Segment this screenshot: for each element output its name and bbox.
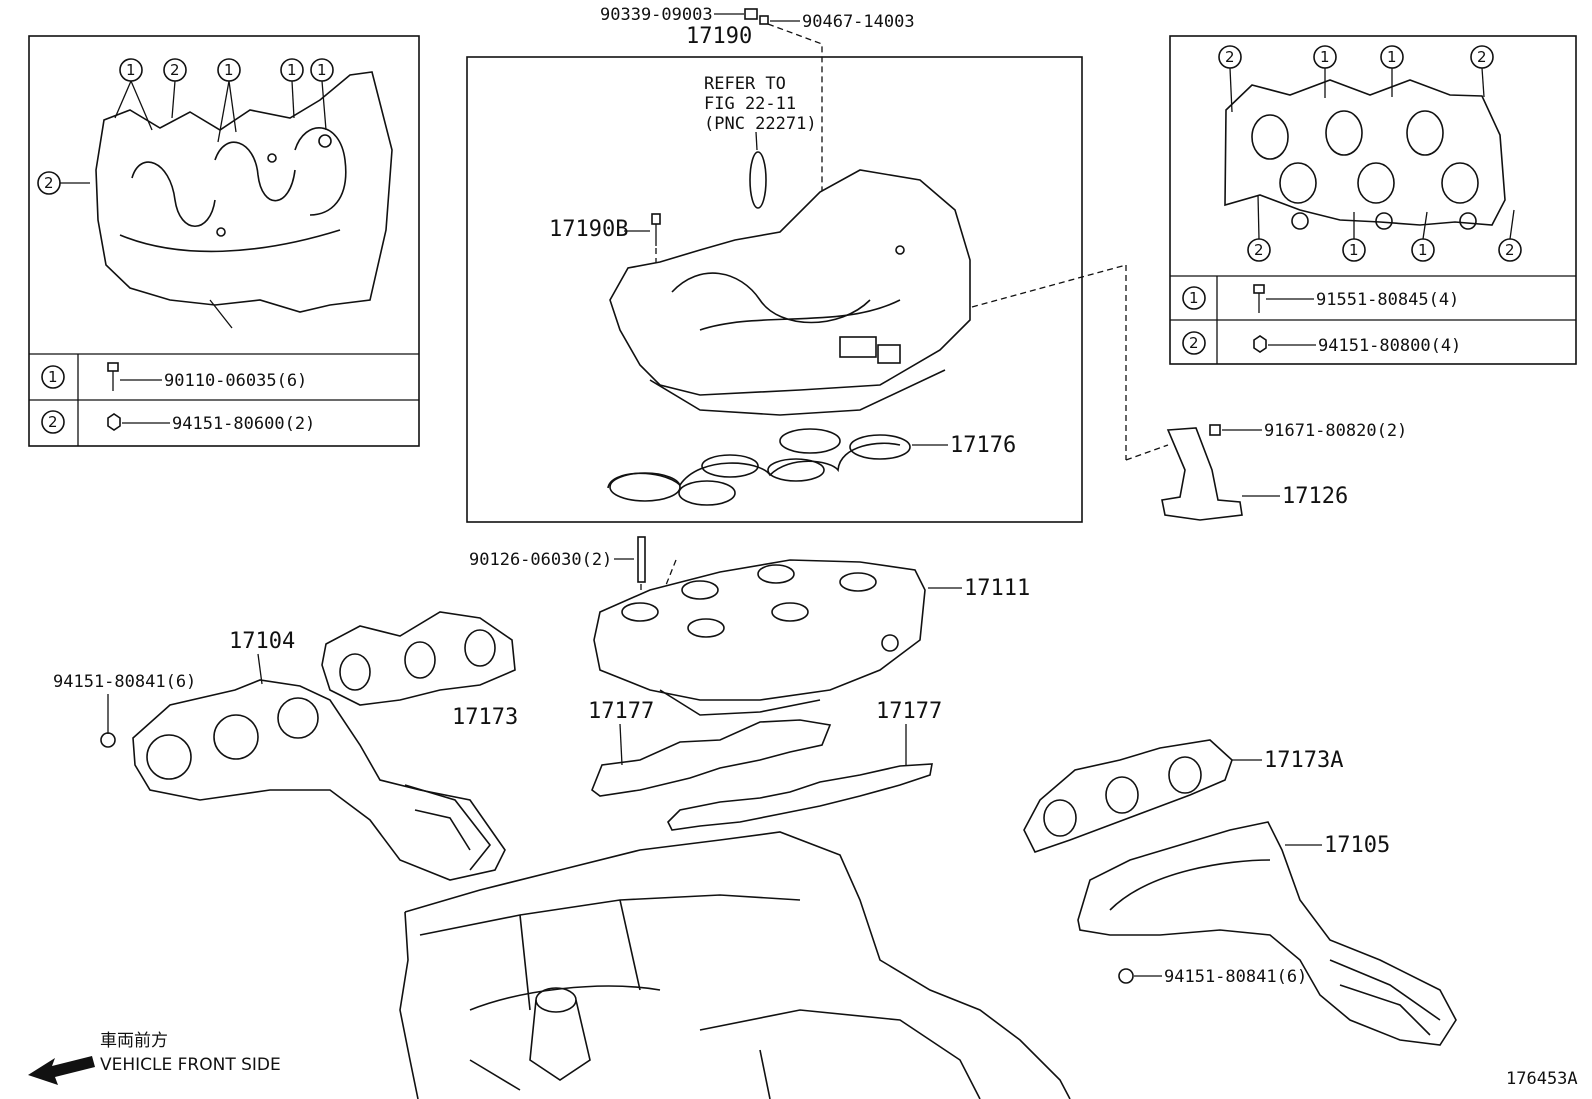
- figure-id: 176453A: [1506, 1069, 1578, 1089]
- label-legend_left-row1-index: 1: [48, 368, 58, 386]
- label-legend_left-row2-index: 2: [48, 413, 58, 431]
- label-legend_right-row1-part: 91551-80845(4): [1316, 290, 1459, 310]
- label-labels-p17177b: 17177: [876, 699, 942, 724]
- label-callouts-two: 2: [1505, 241, 1515, 259]
- label-labels-p17126: 17126: [1282, 484, 1348, 509]
- label-callouts-two: 2: [1254, 241, 1264, 259]
- label-labels-refer3: (PNC 22271): [704, 114, 817, 134]
- label-labels-p17111: 17111: [964, 576, 1030, 601]
- label-labels-p94151a: 94151-80841(6): [53, 672, 196, 692]
- intake-manifold-sketch: [95, 71, 393, 329]
- manifold-gasket-sketch: [1224, 79, 1506, 230]
- lower-intake-17111: 90126-06030(2) 17111: [469, 536, 1030, 716]
- label-callouts-one: 1: [1387, 48, 1397, 66]
- label-labels-p90467: 90467-14003: [802, 12, 915, 32]
- label-labels-p94151b: 94151-80841(6): [1164, 967, 1307, 987]
- label-callouts-two: 2: [44, 174, 54, 192]
- right-legend-row-1: 1 91551-80845(4): [1182, 284, 1459, 313]
- label-callouts-one: 1: [224, 61, 234, 79]
- label-callouts-one: 1: [126, 61, 136, 79]
- label-labels-p17190: 17190: [686, 24, 752, 49]
- label-labels-p17105: 17105: [1324, 833, 1390, 858]
- label-labels-front_jp: 車両前方: [100, 1031, 168, 1051]
- gasket-17177-right: 17177: [667, 699, 942, 831]
- right-callouts: 2 1 1 2 2 1 1 2: [1218, 45, 1522, 262]
- label-labels-p17104: 17104: [229, 629, 295, 654]
- gasket-17173A: 17173A: [1023, 739, 1343, 853]
- gasket-17176: [607, 428, 911, 506]
- label-labels-p90126: 90126-06030(2): [469, 550, 612, 570]
- right-inset: 2 1 1 2 2 1 1 2 1 91551-80845(4) 2: [1169, 35, 1577, 365]
- right-legend-row-2: 2 94151-80800(4): [1182, 331, 1461, 356]
- label-callouts-two: 2: [1225, 48, 1235, 66]
- label-labels-p17190b: 17190B: [549, 217, 628, 242]
- vehicle-front-indicator: 車両前方 VEHICLE FRONT SIDE: [28, 1031, 281, 1085]
- left-callouts: 1 2 1 1 1 2: [37, 58, 334, 195]
- bracket-17126: 91671-80820(2) 17126: [1161, 421, 1407, 521]
- label-callouts-one: 1: [317, 61, 327, 79]
- label-labels-p17173a: 17173A: [1264, 748, 1343, 773]
- exhaust-manifold-17105: 17105 94151-80841(6): [1077, 821, 1457, 1046]
- label-callouts-one: 1: [287, 61, 297, 79]
- label-labels-refer2: FIG 22-11: [704, 94, 796, 114]
- label-callouts-two: 2: [170, 61, 180, 79]
- label-labels-p90339: 90339-09003: [600, 5, 713, 25]
- label-labels-front_en: VEHICLE FRONT SIDE: [100, 1055, 281, 1075]
- gasket-17173: 17173: [321, 611, 518, 730]
- label-callouts-two: 2: [1477, 48, 1487, 66]
- label-labels-p17173: 17173: [452, 705, 518, 730]
- label-labels-refer1: REFER TO: [704, 74, 786, 94]
- label-legend_right-row1-index: 1: [1189, 289, 1199, 307]
- gasket-17177-left: 17177: [588, 699, 832, 797]
- engine-block: [399, 831, 1071, 1099]
- label-labels-p17177a: 17177: [588, 699, 654, 724]
- left-legend-row-2: 2 94151-80600(2): [41, 410, 315, 434]
- exhaust-manifold-17104: 17104 94151-80841(6): [53, 629, 506, 881]
- label-labels-p17176: 17176: [950, 433, 1016, 458]
- label-legend_right-row2-part: 94151-80800(4): [1318, 336, 1461, 356]
- label-legend_left-row2-part: 94151-80600(2): [172, 414, 315, 434]
- label-labels-p91671: 91671-80820(2): [1264, 421, 1407, 441]
- intake-manifold-group: 90339-09003 90467-14003 17190 REFER TO F…: [466, 5, 1169, 523]
- arrow-left-icon: [28, 1056, 95, 1085]
- left-inset: 1 2 1 1 1 2 1 90110-06035(6) 2: [28, 35, 420, 447]
- left-legend-row-1: 1 90110-06035(6): [41, 362, 307, 391]
- label-callouts-one: 1: [1349, 241, 1359, 259]
- label-callouts-one: 1: [1320, 48, 1330, 66]
- label-legend_right-row2-index: 2: [1189, 334, 1199, 352]
- label-callouts-one: 1: [1418, 241, 1428, 259]
- label-legend_left-row1-part: 90110-06035(6): [164, 371, 307, 391]
